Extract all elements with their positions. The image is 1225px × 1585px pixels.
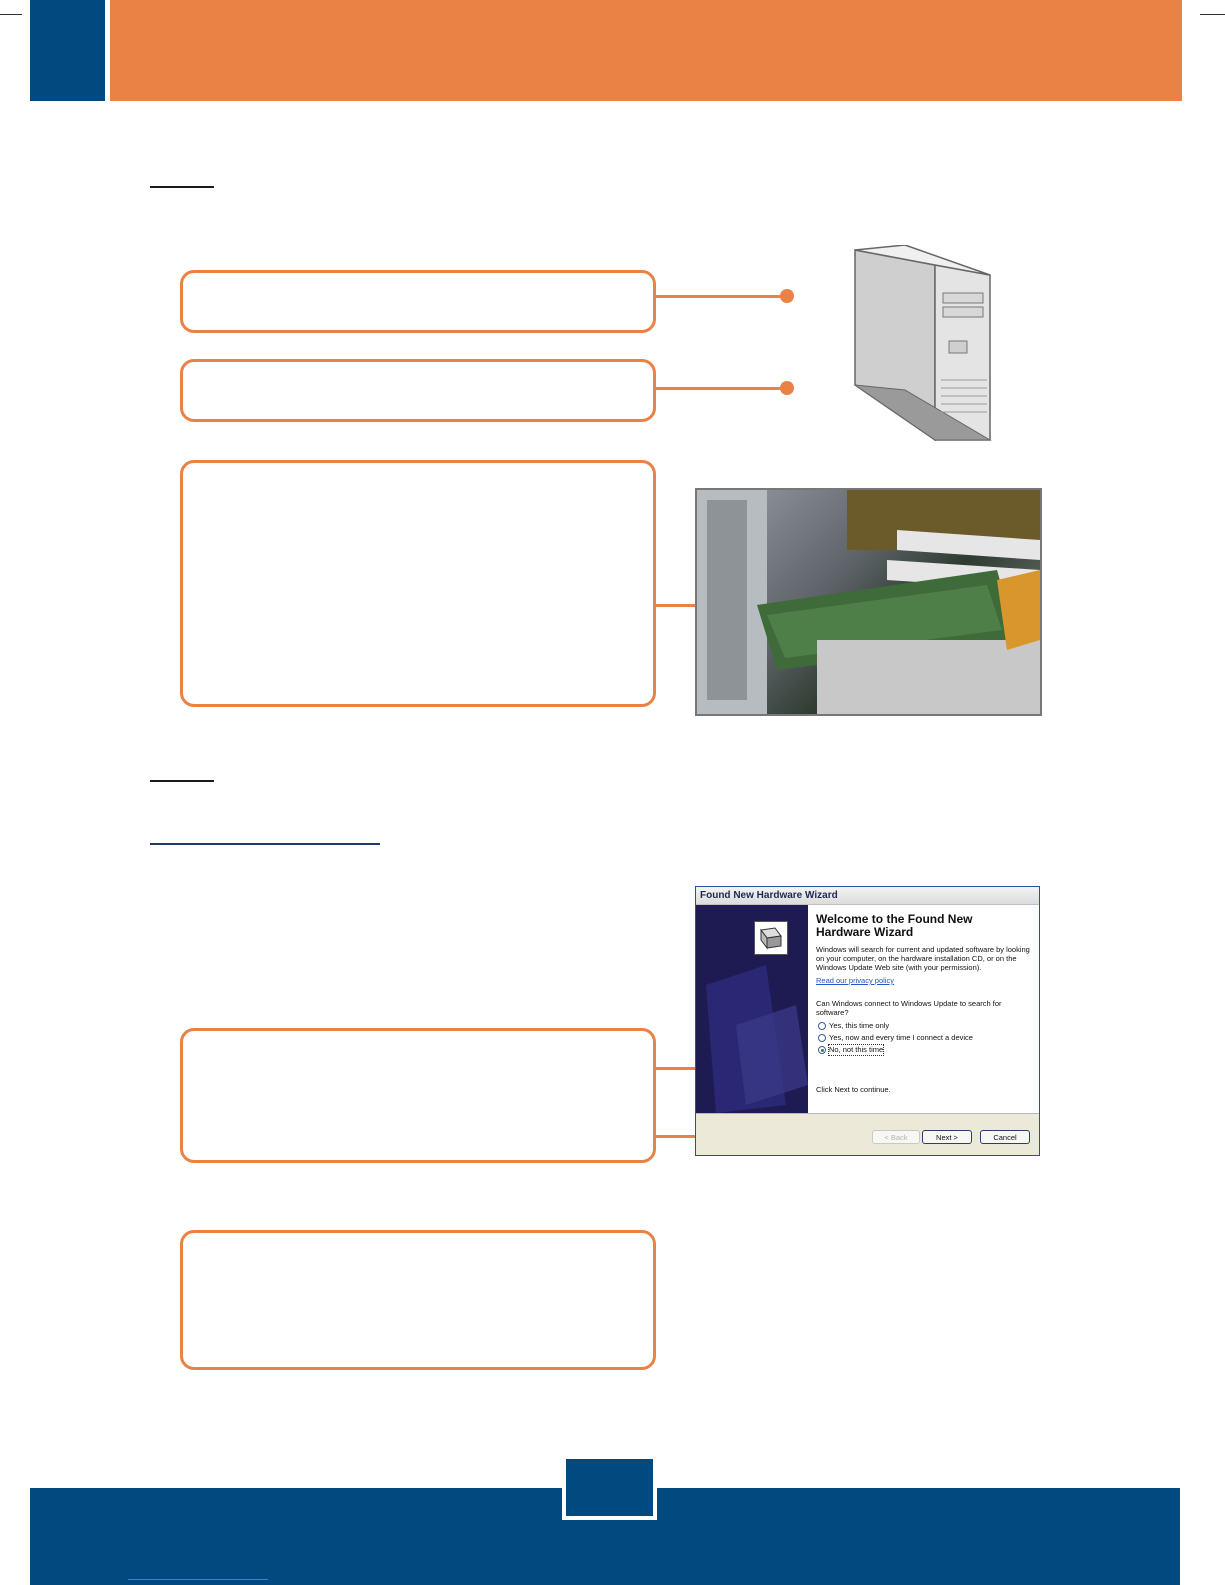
section-heading-underline-2 xyxy=(150,780,214,782)
footer-link-underline xyxy=(128,1579,268,1580)
option-yes-this-time[interactable]: Yes, this time only xyxy=(818,1021,1031,1031)
crop-mark-left xyxy=(0,14,22,15)
radio-icon[interactable] xyxy=(818,1034,826,1042)
header-banner xyxy=(110,0,1182,101)
pci-card-installation-photo xyxy=(695,488,1042,716)
wizard-heading-line2: Hardware Wizard xyxy=(816,925,914,939)
option-label: Yes, this time only xyxy=(829,1021,890,1030)
radio-selected-icon[interactable] xyxy=(818,1046,826,1054)
step-callout-5 xyxy=(180,1230,656,1370)
step-callout-1 xyxy=(180,270,656,333)
crop-mark-right xyxy=(1200,14,1225,15)
wizard-question: Can Windows connect to Windows Update to… xyxy=(816,999,1002,1017)
step-callout-4 xyxy=(180,1028,656,1163)
callout-2-pointer xyxy=(780,381,794,395)
wizard-heading-line1: Welcome to the Found New xyxy=(816,912,973,926)
option-no-not-this-time[interactable]: No, not this time xyxy=(818,1044,1031,1056)
cancel-button[interactable]: Cancel xyxy=(980,1130,1030,1144)
callout-2-connector xyxy=(656,387,788,390)
option-yes-every-time[interactable]: Yes, now and every time I connect a devi… xyxy=(818,1033,1031,1043)
hardware-wizard-icon xyxy=(754,921,788,955)
wizard-button-bar: < Back Next > Cancel xyxy=(696,1113,1039,1155)
section-heading-underline-1 xyxy=(150,186,214,188)
wizard-side-banner xyxy=(696,905,808,1113)
callout-1-connector xyxy=(656,295,788,298)
wizard-title: Found New Hardware Wizard xyxy=(696,887,1039,905)
wizard-intro: Windows will search for current and upda… xyxy=(816,945,1030,972)
tower-pc-icon xyxy=(854,245,992,442)
option-label: No, not this time xyxy=(827,1044,885,1056)
privacy-policy-link[interactable]: Read our privacy policy xyxy=(816,976,894,985)
subsection-heading-underline xyxy=(150,843,380,845)
radio-icon[interactable] xyxy=(818,1022,826,1030)
step-callout-2 xyxy=(180,359,656,422)
found-new-hardware-wizard: Found New Hardware Wizard Welcome to the… xyxy=(695,886,1040,1156)
back-button[interactable]: < Back xyxy=(872,1130,920,1144)
option-label: Yes, now and every time I connect a devi… xyxy=(829,1033,973,1042)
wizard-content: Welcome to the Found New Hardware Wizard… xyxy=(808,905,1039,1113)
wizard-continue-text: Click Next to continue. xyxy=(816,1085,891,1094)
step-callout-3 xyxy=(180,460,656,707)
callout-1-pointer xyxy=(780,289,794,303)
next-button[interactable]: Next > xyxy=(922,1130,972,1144)
header-page-marker xyxy=(30,0,105,101)
page-number-box xyxy=(562,1455,657,1520)
